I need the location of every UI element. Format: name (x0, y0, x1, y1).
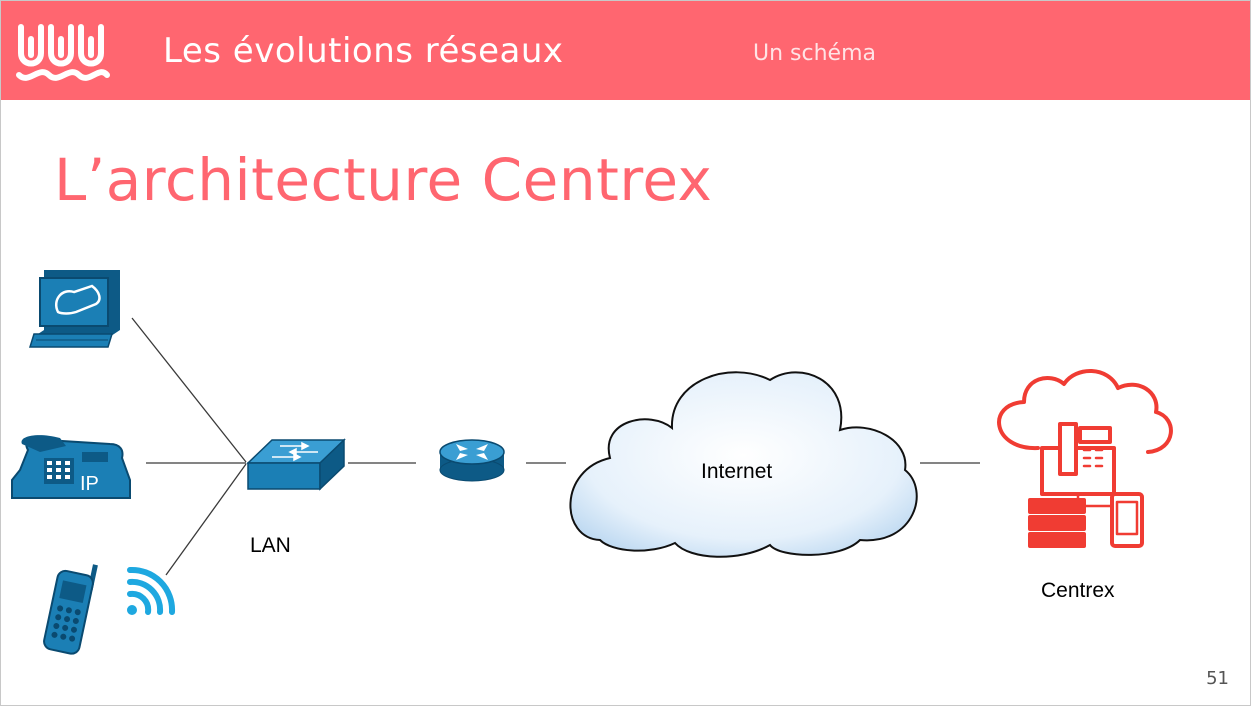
link-wifi-lan (165, 463, 247, 576)
lan-label: LAN (250, 534, 291, 557)
centrex-label: Centrex (1041, 579, 1115, 602)
header-title: Les évolutions réseaux (163, 31, 564, 71)
wireless-handset-icon (43, 564, 98, 655)
wave-logo-icon (16, 24, 110, 81)
switch-icon (246, 438, 346, 491)
ip-phone-badge: IP (80, 473, 99, 495)
ip-phone-icon: IP (11, 435, 131, 499)
link-softphone-lan (131, 317, 247, 463)
page-title: L’architecture Centrex (54, 146, 713, 214)
header-subtitle: Un schéma (753, 41, 876, 66)
header-bar: Les évolutions réseaux Un schéma (1, 1, 1250, 100)
cloud-icon (569, 371, 918, 558)
cloud-pbx-icon (997, 369, 1173, 548)
router-icon (439, 439, 505, 482)
page-number: 51 (1206, 668, 1229, 689)
internet-label: Internet (701, 460, 773, 483)
softphone-computer-icon (28, 270, 120, 348)
wifi-icon (127, 566, 176, 615)
